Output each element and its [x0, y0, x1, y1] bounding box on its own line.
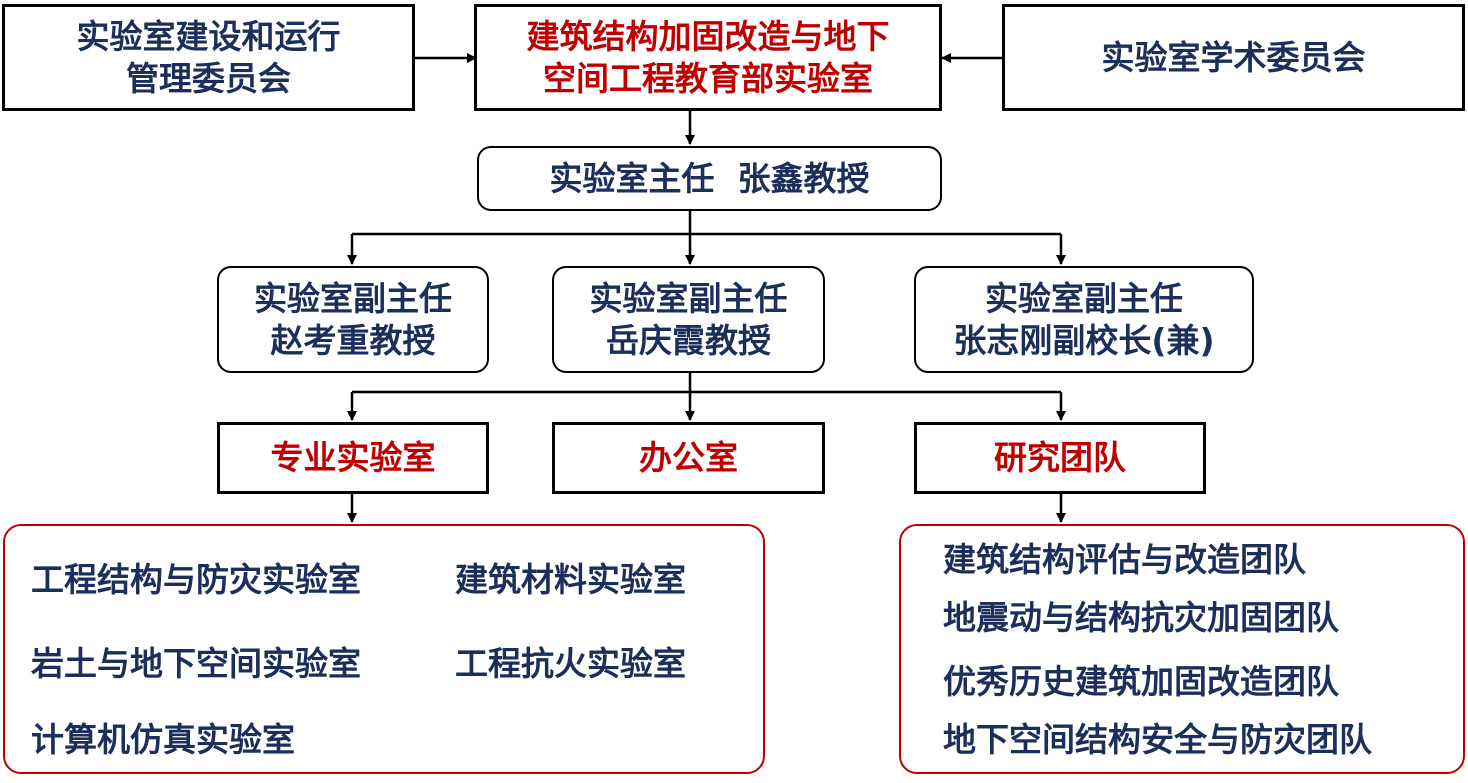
deputy-3-title: 实验室副主任	[985, 278, 1183, 318]
deputy-box-3: 实验室副主任 张志刚副校长(兼)	[914, 266, 1254, 373]
unit-labs-label: 专业实验室	[270, 438, 436, 477]
team-item: 优秀历史建筑加固改造团队	[943, 662, 1339, 701]
main-lab-line-2: 空间工程教育部实验室	[543, 58, 873, 98]
teams-panel: 建筑结构评估与改造团队 地震动与结构抗灾加固团队 优秀历史建筑加固改造团队 地下…	[899, 524, 1465, 774]
academic-committee-box: 实验室学术委员会	[1002, 4, 1465, 111]
labs-panel: 工程结构与防灾实验室 建筑材料实验室 岩土与地下空间实验室 工程抗火实验室 计算…	[3, 524, 765, 774]
deputy-1-name: 赵考重教授	[270, 320, 436, 360]
lab-item: 工程结构与防灾实验室	[31, 560, 361, 599]
main-lab-box: 建筑结构加固改造与地下 空间工程教育部实验室	[474, 4, 942, 111]
unit-office-label: 办公室	[639, 438, 738, 477]
deputy-2-name: 岳庆霞教授	[606, 320, 771, 360]
director-box: 实验室主任 张鑫教授	[477, 146, 942, 211]
team-item: 建筑结构评估与改造团队	[943, 540, 1306, 579]
unit-box-labs: 专业实验室	[217, 422, 489, 494]
director-label: 实验室主任 张鑫教授	[549, 158, 870, 198]
main-lab-line-1: 建筑结构加固改造与地下	[526, 16, 890, 56]
deputy-1-title: 实验室副主任	[254, 278, 452, 318]
lab-item: 计算机仿真实验室	[31, 720, 295, 759]
unit-box-office: 办公室	[552, 422, 825, 494]
deputy-box-2: 实验室副主任 岳庆霞教授	[552, 266, 825, 373]
lab-item: 岩土与地下空间实验室	[31, 644, 361, 683]
unit-teams-label: 研究团队	[994, 438, 1126, 477]
operations-committee-line-2: 管理委员会	[126, 58, 291, 98]
lab-item: 建筑材料实验室	[455, 560, 686, 599]
operations-committee-box: 实验室建设和运行 管理委员会	[2, 4, 415, 111]
unit-box-teams: 研究团队	[914, 422, 1206, 494]
team-item: 地震动与结构抗灾加固团队	[943, 598, 1339, 637]
deputy-box-1: 实验室副主任 赵考重教授	[217, 266, 489, 373]
deputy-3-name: 张志刚副校长(兼)	[953, 320, 1215, 360]
deputy-2-title: 实验室副主任	[589, 278, 788, 318]
operations-committee-line-1: 实验室建设和运行	[76, 16, 341, 56]
academic-committee-label: 实验室学术委员会	[1101, 37, 1366, 77]
team-item: 地下空间结构安全与防灾团队	[943, 720, 1372, 759]
lab-item: 工程抗火实验室	[455, 644, 686, 683]
